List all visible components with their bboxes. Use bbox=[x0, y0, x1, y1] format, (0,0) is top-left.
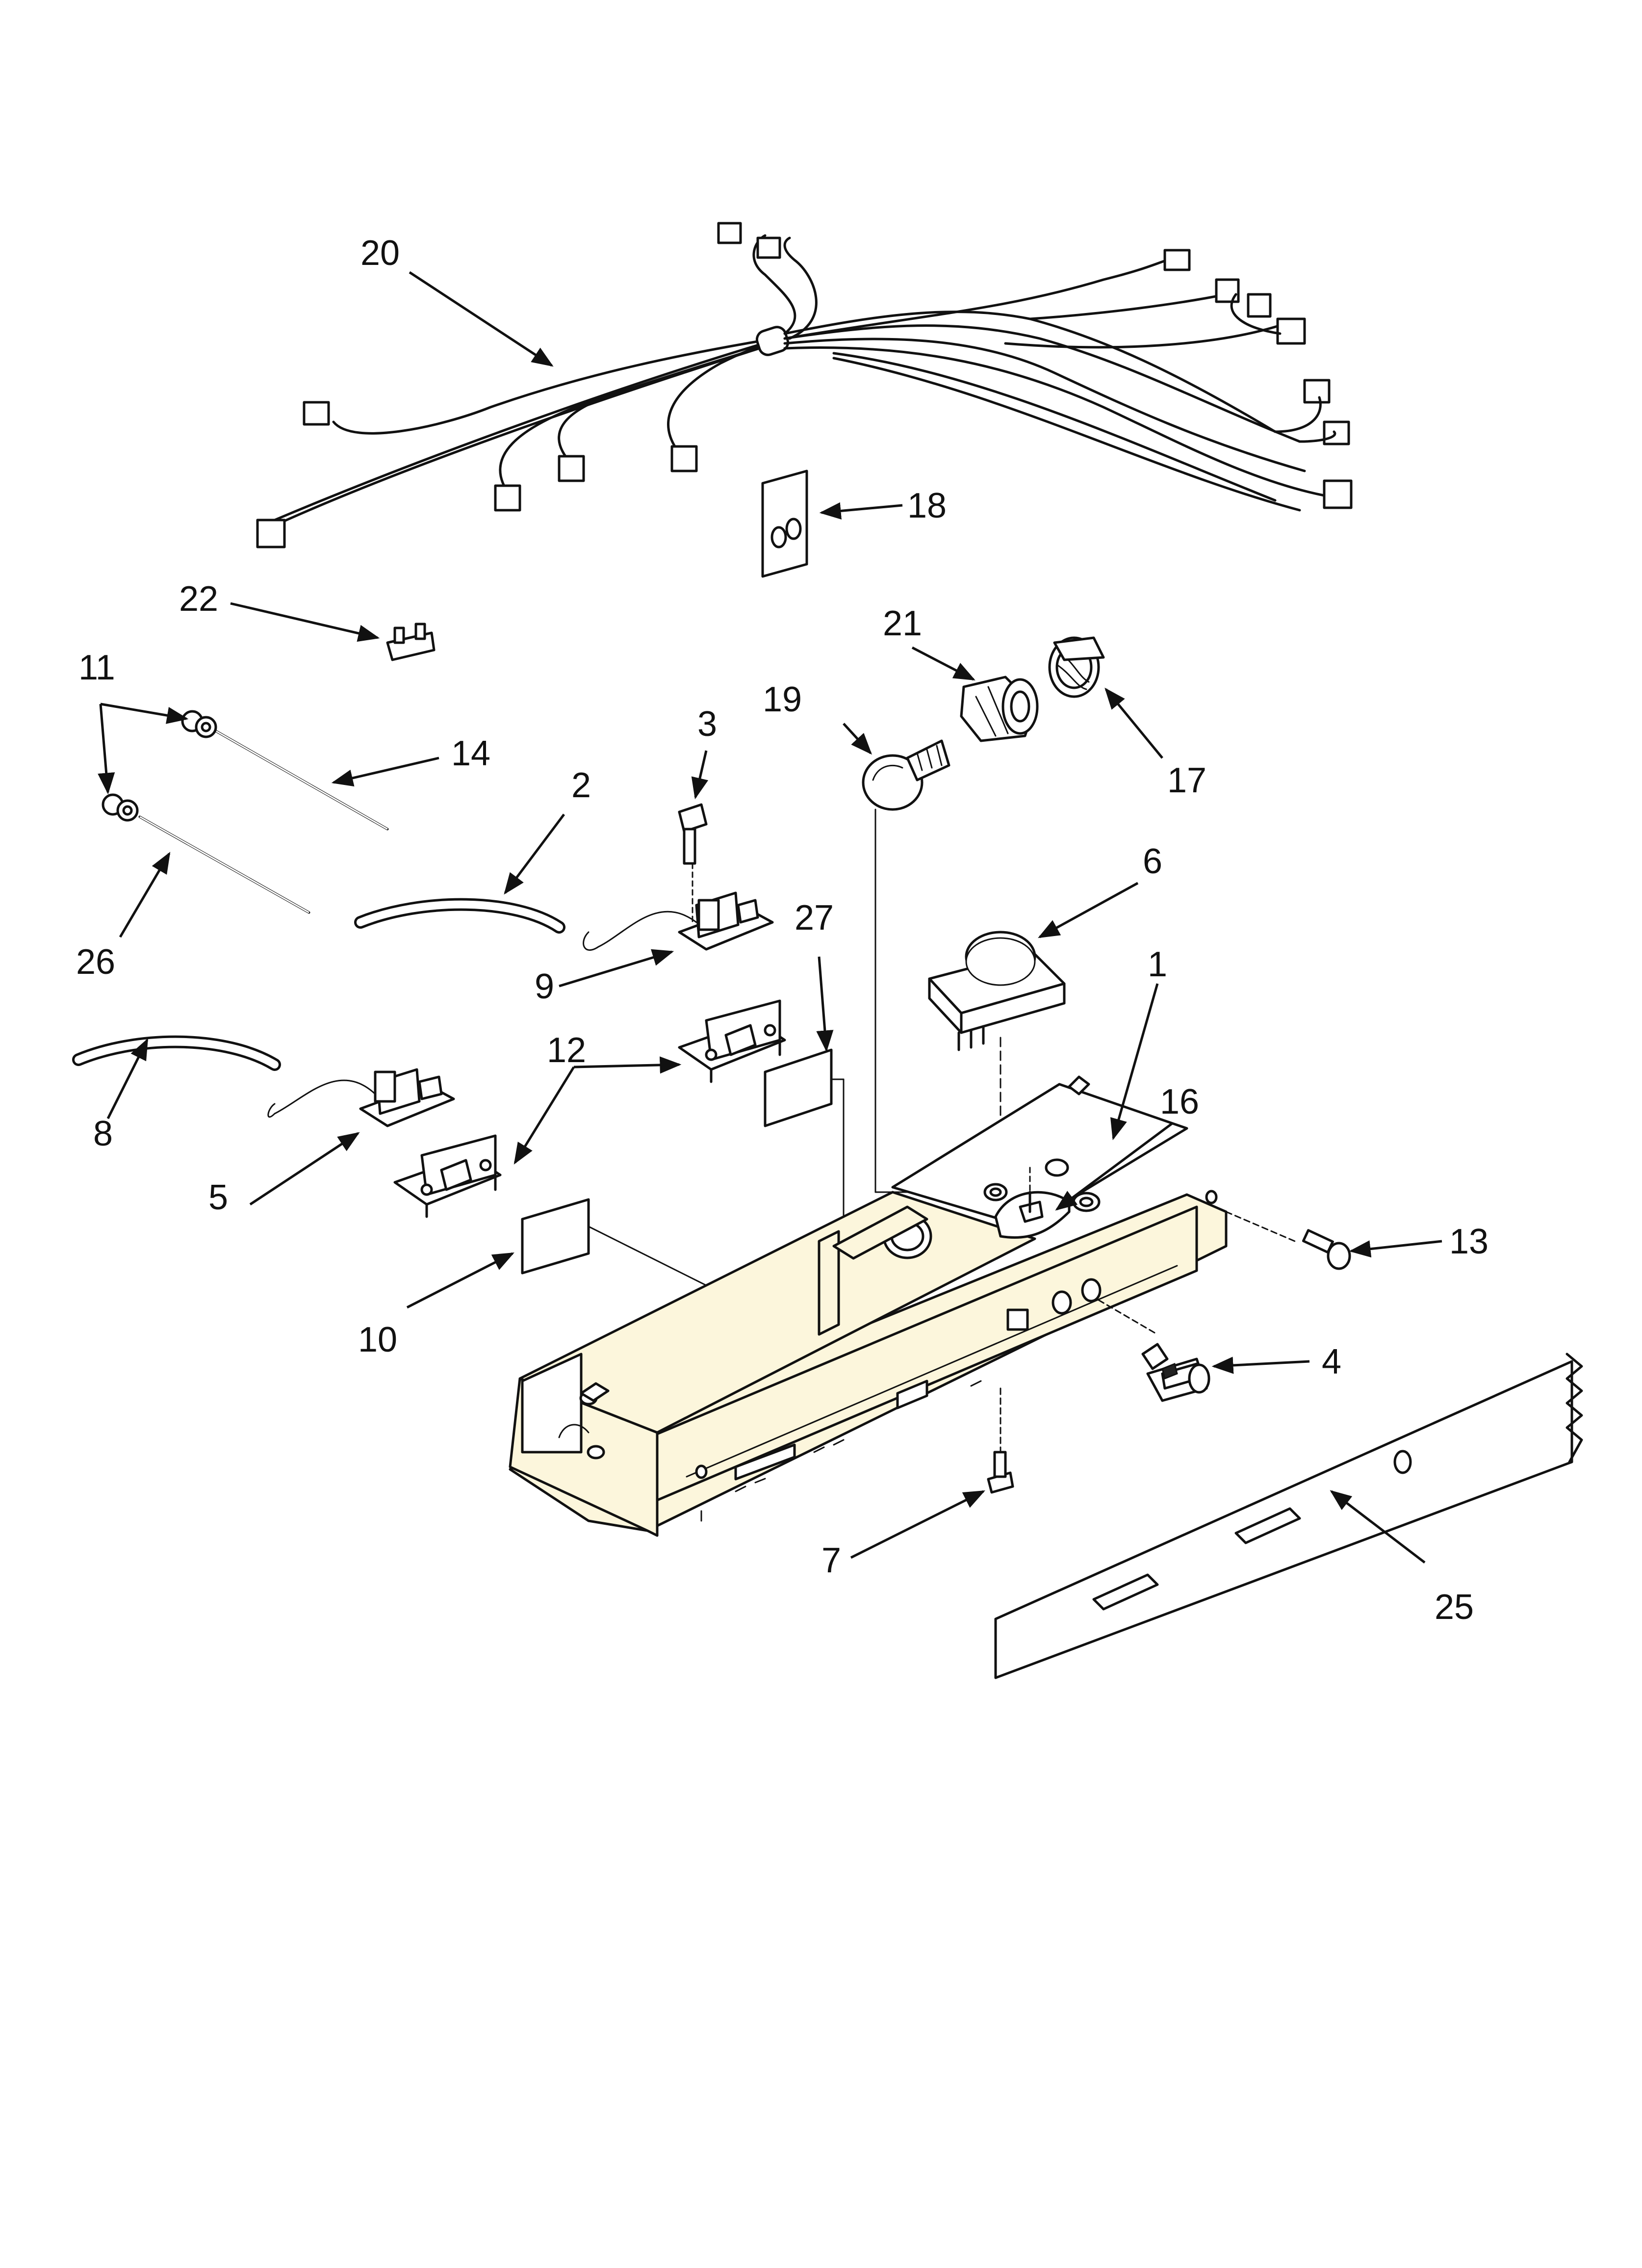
trim-strip-25 bbox=[994, 1353, 1583, 1679]
callout-26: 26 bbox=[76, 942, 115, 982]
callout-19: 19 bbox=[763, 680, 802, 719]
callout-4: 4 bbox=[1322, 1342, 1341, 1382]
callout-11: 11 bbox=[78, 648, 115, 687]
callout-7: 7 bbox=[821, 1541, 841, 1580]
switch-5 bbox=[267, 1068, 455, 1127]
leader-arrows bbox=[98, 271, 1442, 1564]
control-housing-1 bbox=[509, 1075, 1228, 1537]
callout-5: 5 bbox=[208, 1178, 228, 1217]
rod-lower bbox=[102, 793, 310, 914]
callout-27: 27 bbox=[795, 898, 834, 938]
callout-14: 14 bbox=[451, 734, 490, 773]
socket-21 bbox=[960, 676, 1039, 742]
lamp-socket-17 bbox=[1048, 636, 1105, 698]
callout-3: 3 bbox=[697, 704, 717, 744]
callout-22: 22 bbox=[179, 579, 218, 619]
bulb-19 bbox=[862, 739, 950, 811]
callout-1: 1 bbox=[1148, 945, 1167, 984]
screw-13 bbox=[1225, 1211, 1351, 1270]
callout-25: 25 bbox=[1435, 1588, 1474, 1627]
defrost-timer-6 bbox=[928, 931, 1066, 1183]
switch-9 bbox=[583, 891, 774, 951]
callout-21: 21 bbox=[883, 604, 922, 643]
screw-3 bbox=[678, 803, 708, 923]
callout-8: 8 bbox=[93, 1114, 113, 1153]
wire-harness bbox=[256, 222, 1353, 548]
rod-upper bbox=[181, 710, 389, 831]
bracket-12-upper bbox=[678, 999, 786, 1083]
callout-9: 9 bbox=[535, 967, 554, 1006]
grommet-plate bbox=[761, 469, 808, 578]
callout-6: 6 bbox=[1143, 842, 1162, 881]
callout-17: 17 bbox=[1167, 761, 1206, 800]
screw-7 bbox=[987, 1387, 1014, 1494]
callout-16: 16 bbox=[1160, 1082, 1199, 1121]
knob-4 bbox=[1098, 1299, 1210, 1402]
bracket-12-lower bbox=[393, 1134, 502, 1218]
tube-8 bbox=[72, 1035, 281, 1071]
callout-2: 2 bbox=[571, 766, 591, 805]
callout-labels: 1 2 3 4 5 6 7 8 9 10 11 12 13 14 16 17 1… bbox=[76, 234, 1488, 1627]
callout-12: 12 bbox=[547, 1031, 586, 1070]
callout-20: 20 bbox=[360, 234, 400, 273]
tube-2 bbox=[354, 898, 565, 934]
callout-10: 10 bbox=[358, 1320, 397, 1359]
clip bbox=[386, 623, 436, 661]
callout-13: 13 bbox=[1449, 1222, 1488, 1261]
callout-18: 18 bbox=[907, 486, 947, 525]
